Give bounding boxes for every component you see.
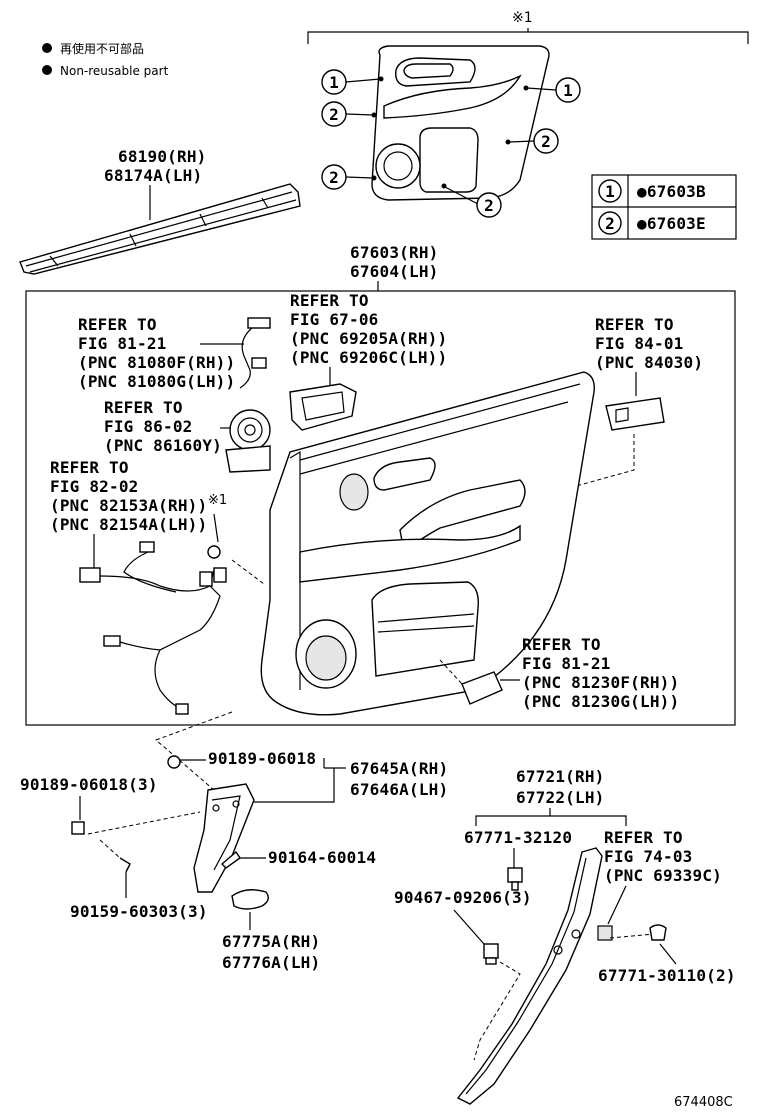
svg-text:1: 1: [329, 73, 339, 92]
svg-text:REFER TO: REFER TO: [290, 291, 369, 310]
speaker: [225, 409, 271, 473]
non-reusable-dot-icon: [42, 43, 52, 53]
legend-en: Non-reusable part: [60, 64, 169, 78]
clip-layout-panel: 1 2 2 1 2 2: [321, 45, 581, 218]
door-trim-box: [25, 290, 736, 726]
svg-text:(PNC 81080F(RH)): (PNC 81080F(RH)): [78, 353, 235, 372]
courtesy-lamp-wire: [239, 317, 271, 389]
label-67646: 67646A(LH): [350, 780, 448, 799]
pad-icon: [597, 925, 613, 941]
svg-text:FIG 67-06: FIG 67-06: [290, 310, 379, 329]
door-scuff-plate: [456, 847, 603, 1105]
svg-text:REFER TO: REFER TO: [50, 458, 129, 477]
clip-icon: [483, 943, 499, 965]
clip-icon: [649, 924, 667, 941]
window-switch: [605, 397, 665, 431]
note-mark: ※1: [512, 10, 533, 26]
ref-fig-74-03: REFER TO FIG 74-03 (PNC 69339C): [604, 828, 722, 885]
label-67603: 67603(RH): [350, 243, 439, 262]
svg-text:2: 2: [329, 105, 339, 124]
label-67721: 67721(RH): [516, 767, 605, 786]
label-90159: 90159-60303(3): [70, 902, 208, 921]
note-bracket: [307, 31, 749, 44]
label-68174: 68174A(LH): [104, 166, 202, 185]
svg-text:2: 2: [329, 168, 339, 187]
belt-weatherstrip: [19, 183, 301, 275]
svg-text:(PNC 84030): (PNC 84030): [595, 353, 703, 372]
svg-text:(PNC 86160Y): (PNC 86160Y): [104, 436, 222, 455]
inside-handle: [289, 383, 357, 431]
svg-text:(PNC 69339C): (PNC 69339C): [604, 866, 722, 885]
svg-text:(PNC 69205A(RH)): (PNC 69205A(RH)): [290, 329, 447, 348]
svg-text:FIG 74-03: FIG 74-03: [604, 847, 693, 866]
callout-1: 1: [555, 77, 581, 103]
svg-text:REFER TO: REFER TO: [522, 635, 601, 654]
callout-table: 1 ●67603B 2 ●67603E: [591, 174, 737, 240]
svg-text:1: 1: [605, 182, 615, 201]
ref-fig-81-21-a: REFER TO FIG 81-21 (PNC 81080F(RH)) (PNC…: [78, 315, 235, 391]
svg-text:2: 2: [541, 132, 551, 151]
callout-1: 1: [321, 69, 347, 95]
label-67645: 67645A(RH): [350, 759, 448, 778]
door-wire-harness: [79, 541, 227, 715]
label-68190: 68190(RH): [118, 147, 207, 166]
svg-text:(PNC 81080G(LH)): (PNC 81080G(LH)): [78, 372, 235, 391]
table-part-1: ●67603B: [637, 182, 706, 201]
svg-text:(PNC 81230G(LH)): (PNC 81230G(LH)): [522, 692, 679, 711]
label-67722: 67722(LH): [516, 788, 605, 807]
ref-fig-67-06: REFER TO FIG 67-06 (PNC 69205A(RH)) (PNC…: [290, 291, 447, 367]
svg-text:1: 1: [563, 81, 573, 100]
svg-text:FIG 86-02: FIG 86-02: [104, 417, 193, 436]
label-90164: 90164-60014: [268, 848, 376, 867]
svg-text:REFER TO: REFER TO: [595, 315, 674, 334]
svg-text:(PNC 82154A(LH)): (PNC 82154A(LH)): [50, 515, 207, 534]
svg-text:※1: ※1: [208, 493, 227, 508]
svg-text:2: 2: [484, 196, 494, 215]
label-90189-b: 90189-06018(3): [20, 775, 158, 794]
callout-2: 2: [476, 192, 502, 218]
svg-text:2: 2: [605, 214, 615, 233]
label-67775: 67775A(RH): [222, 932, 320, 951]
svg-text:(PNC 82153A(RH)): (PNC 82153A(RH)): [50, 496, 207, 515]
clip-icon: [507, 867, 523, 891]
door-trim-panel: [260, 371, 595, 716]
callout-2: 2: [533, 128, 559, 154]
non-reusable-dot-icon: [42, 65, 52, 75]
label-67771-b: 67771-30110(2): [598, 966, 736, 985]
label-67771-a: 67771-32120: [464, 828, 572, 847]
svg-text:FIG 82-02: FIG 82-02: [50, 477, 139, 496]
armrest-cover: [231, 889, 269, 910]
ref-fig-81-21-b: REFER TO FIG 81-21 (PNC 81230F(RH)) (PNC…: [522, 635, 679, 711]
legend: 再使用不可部品 Non-reusable part: [42, 41, 169, 78]
callout-2: 2: [321, 101, 347, 127]
svg-text:FIG 81-21: FIG 81-21: [522, 654, 611, 673]
svg-text:(PNC 81230F(RH)): (PNC 81230F(RH)): [522, 673, 679, 692]
figure-code: 674408C: [674, 1095, 733, 1110]
svg-text:REFER TO: REFER TO: [604, 828, 683, 847]
armrest-base-bracket: [193, 783, 255, 893]
label-90467: 90467-09206(3): [394, 888, 532, 907]
courtesy-lamp: [461, 671, 503, 705]
svg-text:REFER TO: REFER TO: [104, 398, 183, 417]
svg-text:FIG 81-21: FIG 81-21: [78, 334, 167, 353]
label-67604: 67604(LH): [350, 262, 439, 281]
screw-icon: [220, 850, 241, 869]
svg-text:FIG 84-01: FIG 84-01: [595, 334, 684, 353]
svg-text:REFER TO: REFER TO: [78, 315, 157, 334]
clip-icon: [167, 755, 181, 769]
label-90189-a: 90189-06018: [208, 749, 316, 768]
screw-icon: [119, 857, 131, 873]
ref-fig-84-01: REFER TO FIG 84-01 (PNC 84030): [595, 315, 703, 372]
ref-fig-82-02: REFER TO FIG 82-02 (PNC 82153A(RH)) (PNC…: [50, 458, 227, 534]
legend-jp: 再使用不可部品: [60, 41, 144, 56]
callout-2: 2: [321, 164, 347, 190]
label-67776: 67776A(LH): [222, 953, 320, 972]
ref-fig-86-02: REFER TO FIG 86-02 (PNC 86160Y): [104, 398, 222, 455]
table-part-2: ●67603E: [637, 214, 706, 233]
svg-text:(PNC 69206C(LH)): (PNC 69206C(LH)): [290, 348, 447, 367]
clip-icon: [71, 821, 85, 835]
